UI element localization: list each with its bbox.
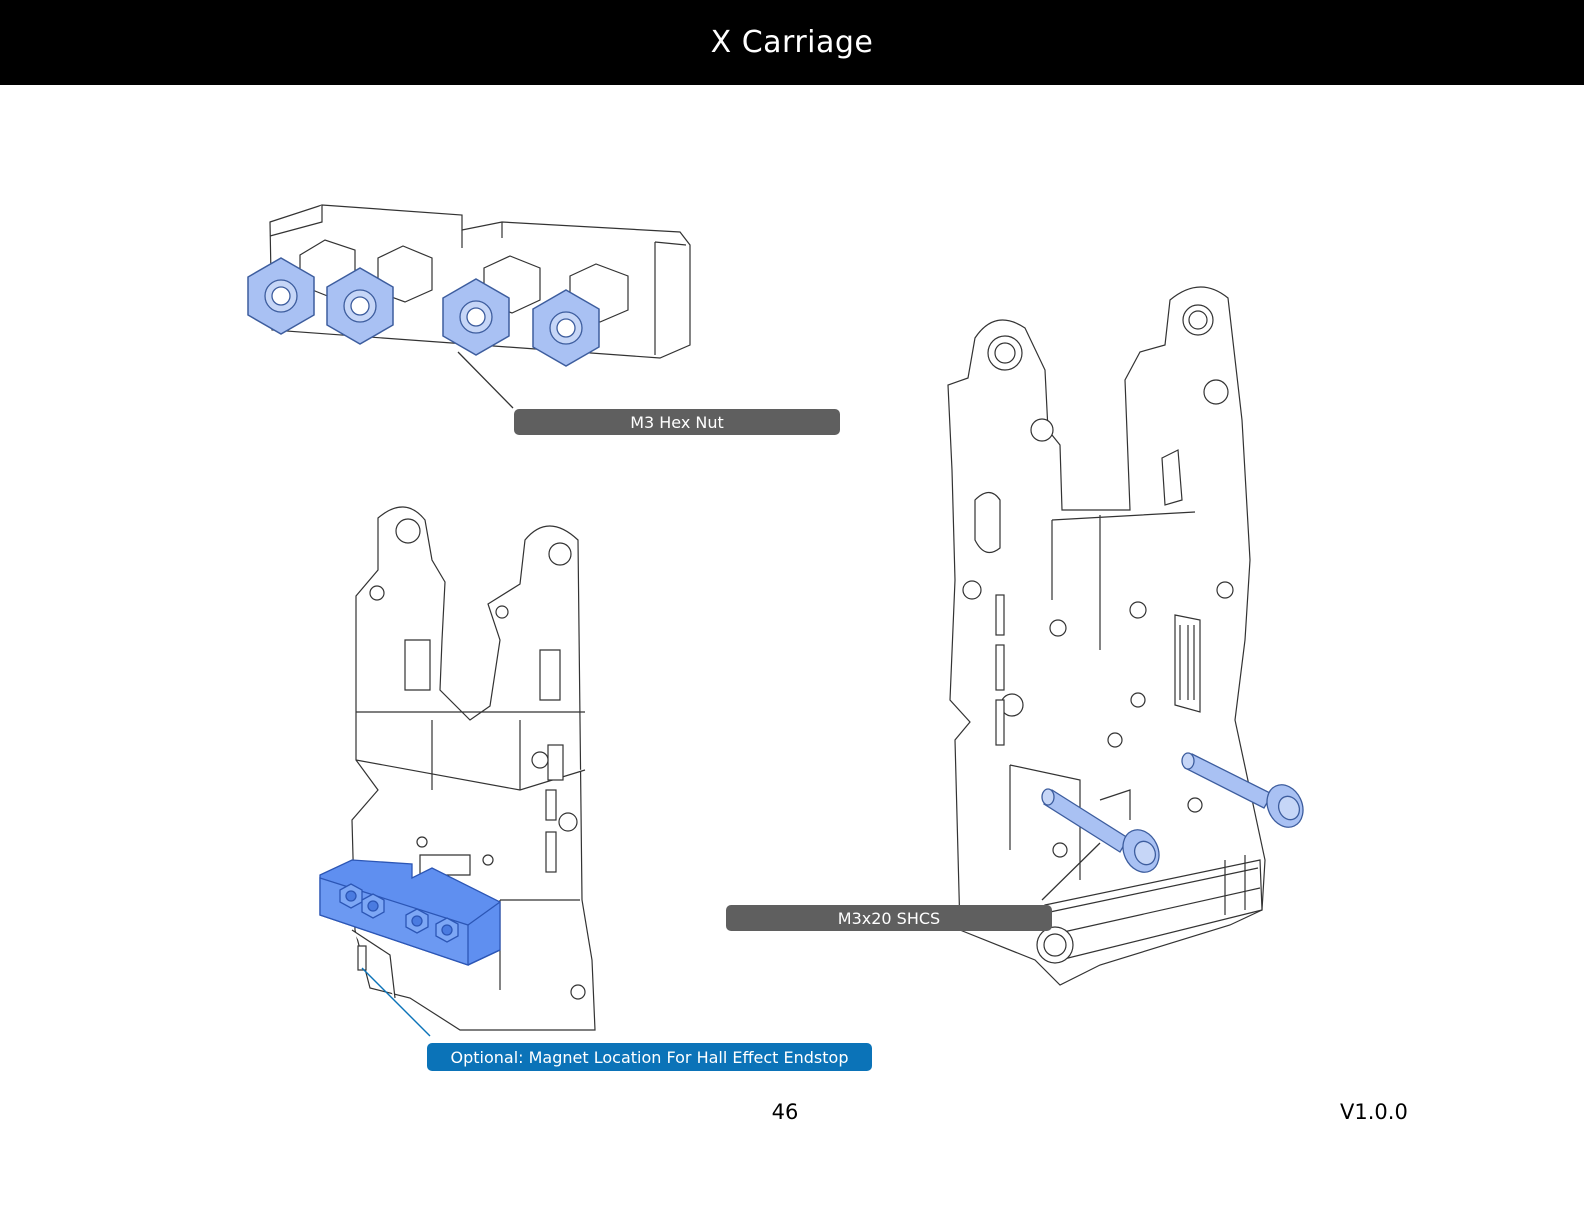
shcs-screw-icon — [1041, 752, 1304, 873]
hex-nut-leader-line — [457, 351, 514, 409]
x-carriage-rear-part — [947, 286, 1266, 986]
magnet-bar — [319, 859, 501, 966]
version-label: V1.0.0 — [1340, 1100, 1408, 1124]
callout-shcs: M3x20 SHCS — [726, 905, 1052, 931]
page-header: X Carriage — [0, 0, 1584, 85]
page-number: 46 — [771, 1100, 799, 1124]
callout-magnet-location: Optional: Magnet Location For Hall Effec… — [427, 1043, 872, 1071]
page-title: X Carriage — [710, 25, 874, 60]
callout-hex-nut: M3 Hex Nut — [514, 409, 840, 435]
magnet-leader-line — [361, 967, 431, 1037]
shcs-leader-line — [1041, 842, 1101, 901]
